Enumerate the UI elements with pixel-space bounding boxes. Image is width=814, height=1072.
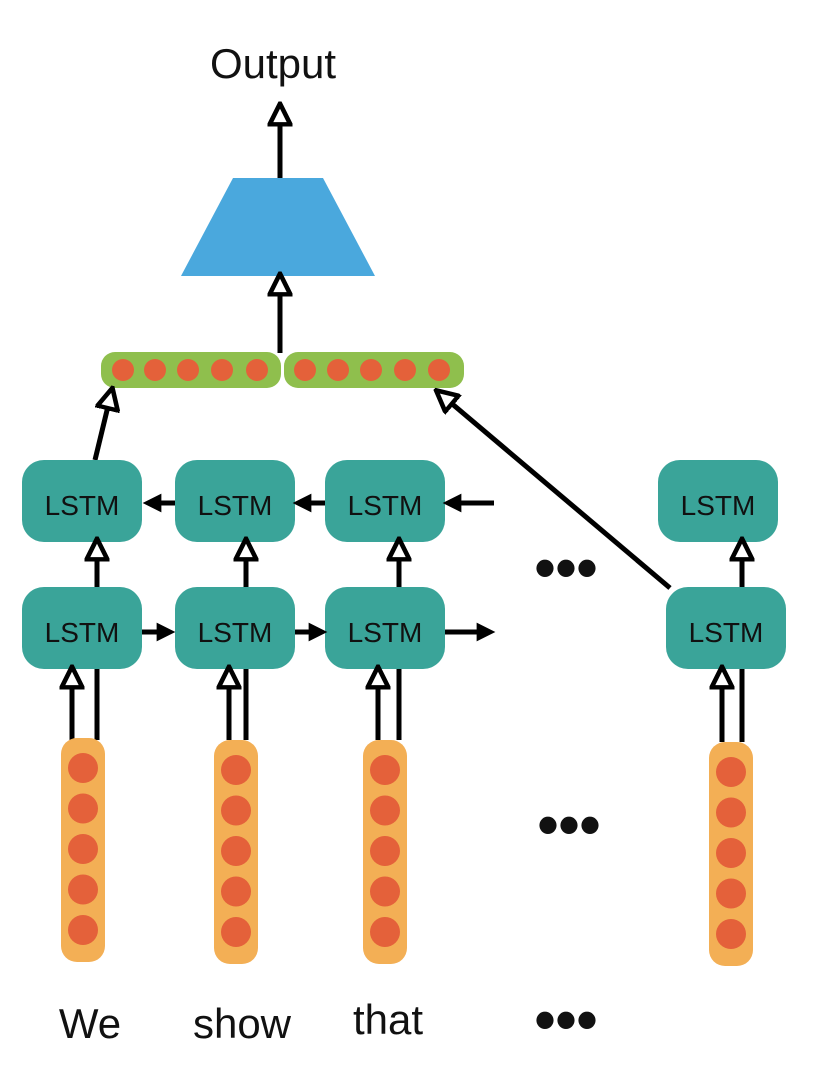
lstm-bottom-1-label: LSTM [45,617,120,648]
embedding-dot-1-2 [68,793,98,824]
backward-to-concat-arrow [444,397,672,590]
embedding-dot-3-4 [370,876,400,907]
embedding-dot-4-1 [716,757,746,787]
concat-dot-backward-5 [428,359,450,381]
concat-dot-forward-5 [246,359,268,381]
concat-dot-backward-2 [327,359,349,381]
embedding-dot-4-5 [716,919,746,949]
lstm-bottom-2: LSTM [175,587,295,669]
concat-vector [101,352,464,388]
embedding-dot-1-5 [68,915,98,945]
embedding-dot-1-3 [68,834,98,864]
lstm-bottom-4-label: LSTM [689,617,764,648]
embedding-dot-4-4 [716,878,746,909]
classifier-trapezoid [181,178,375,276]
embedding-dot-3-2 [370,795,400,826]
concat-dots [112,359,450,381]
lstm-top-1: LSTM [22,460,142,542]
lstm-top-4-label: LSTM [681,490,756,521]
output-label: Output [210,40,336,87]
word-2: show [193,1000,292,1047]
lstm-bottom-3: LSTM [325,587,445,669]
embedding-dot-3-5 [370,917,400,947]
lstm-top-3-label: LSTM [348,490,423,521]
lstm-bottom-3-label: LSTM [348,617,423,648]
lstm-top-2-label: LSTM [198,490,273,521]
concat-dot-backward-3 [360,359,382,381]
word-1: We [59,1000,121,1047]
embedding-dot-2-5 [221,917,251,947]
lstm-top-4: LSTM [658,460,778,542]
lstm-bottom-2-label: LSTM [198,617,273,648]
embedding-dot-4-2 [716,797,746,828]
embedding-dot-4-3 [716,838,746,868]
embedding-dot-2-3 [221,836,251,866]
ellipsis-words: ••• [534,986,597,1053]
concat-dot-forward-3 [177,359,199,381]
ellipsis-embedding: ••• [537,791,600,858]
embedding-dots [68,753,746,949]
lstm-bottom-1: LSTM [22,587,142,669]
concat-dot-backward-1 [294,359,316,381]
forward-to-concat-arrow [92,398,110,461]
concat-dot-backward-4 [394,359,416,381]
lstm-bottom-4: LSTM [666,587,786,669]
embedding-dot-3-1 [370,755,400,785]
embedding-dot-1-1 [68,753,98,783]
embedding-dot-3-3 [370,836,400,866]
lstm-top-3: LSTM [325,460,445,542]
ellipsis-lstm: ••• [534,534,597,601]
concat-dot-forward-2 [144,359,166,381]
embedding-input-arrows [72,669,745,742]
concat-dot-forward-1 [112,359,134,381]
word-3: that [353,996,423,1043]
embedding-dot-1-4 [68,874,98,905]
concat-dot-forward-4 [211,359,233,381]
lstm-top-2: LSTM [175,460,295,542]
embedding-dot-2-2 [221,795,251,826]
embedding-dot-2-1 [221,755,251,785]
embedding-dot-2-4 [221,876,251,907]
lstm-top-1-label: LSTM [45,490,120,521]
